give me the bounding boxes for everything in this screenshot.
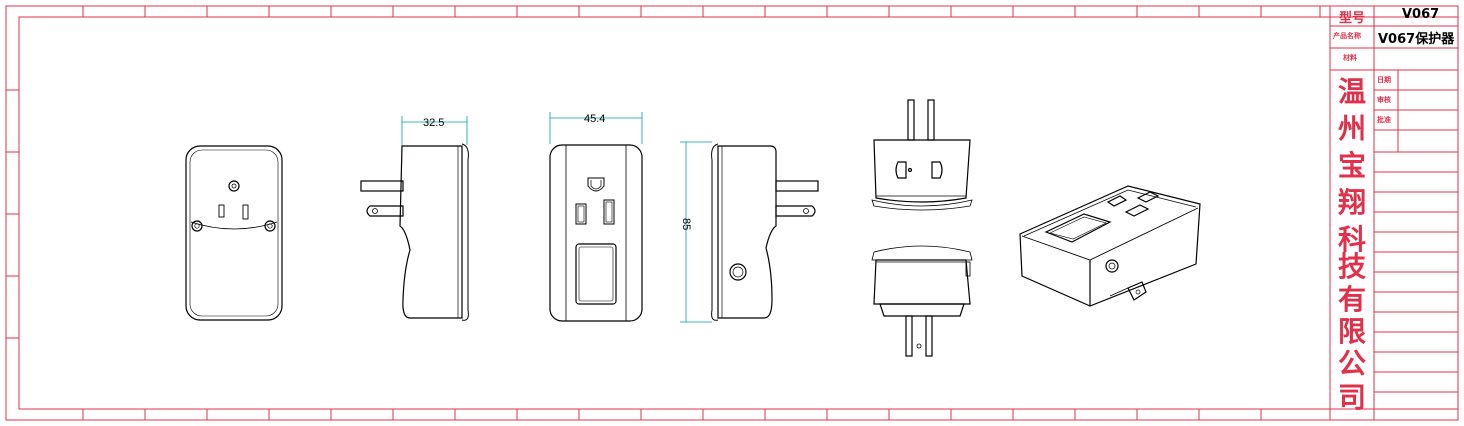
depth-dimension — [401, 116, 468, 145]
drawing-frame — [5, 5, 1459, 421]
depth-dimension-text: 32.5 — [423, 117, 444, 129]
company-name-char: 翔 — [1337, 186, 1366, 219]
material-label: 材料 — [1343, 54, 1357, 62]
product-name-value: V067保护器 — [1378, 32, 1455, 47]
height-dimension-text: 85 — [680, 218, 692, 230]
bottom-view — [871, 245, 973, 357]
company-name-char: 司 — [1337, 381, 1366, 414]
company-name-char: 技 — [1337, 250, 1366, 283]
height-dimension — [680, 141, 712, 323]
width-dimension — [549, 112, 643, 144]
company-name-char: 温 — [1337, 75, 1366, 108]
title-block-grid — [1329, 6, 1458, 420]
company-name-char: 科 — [1337, 223, 1366, 256]
company-name-char: 限 — [1337, 315, 1366, 348]
company-name-char: 宝 — [1337, 149, 1366, 182]
rear-view — [549, 144, 643, 322]
isometric-view — [1019, 185, 1201, 307]
model-value: V067 — [1402, 7, 1440, 22]
company-name-char: 有 — [1337, 283, 1366, 316]
company-name-char: 公 — [1337, 347, 1366, 380]
left-side-view — [360, 143, 469, 321]
right-side-view — [711, 143, 819, 321]
width-dimension-text: 45.4 — [584, 113, 605, 125]
top-view — [871, 99, 973, 211]
product-name-label: 产品名称 — [1333, 32, 1361, 40]
date-label: 日期 — [1377, 76, 1391, 84]
model-label: 型号 — [1339, 11, 1366, 26]
front-view-face — [185, 145, 283, 321]
company-name-char: 州 — [1337, 112, 1366, 145]
review-label: 审核 — [1377, 96, 1391, 104]
approve-label: 批准 — [1377, 116, 1391, 124]
